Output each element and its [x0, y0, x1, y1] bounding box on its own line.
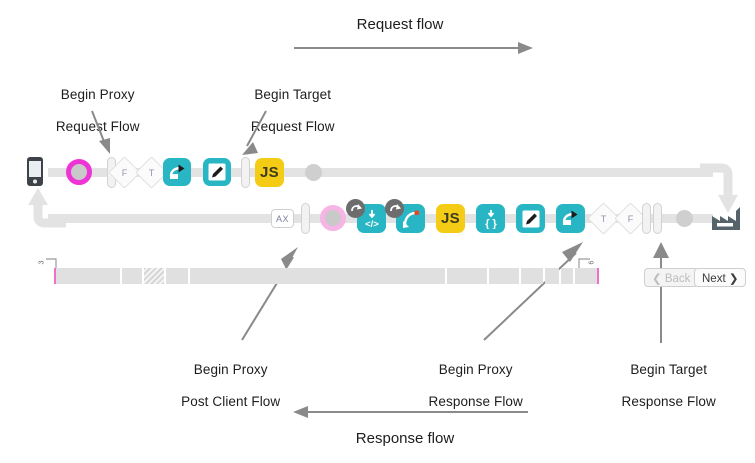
- annotation-begin-proxy-response-flow: Begin Proxy Response Flow: [395, 346, 541, 426]
- annotation-line-1: Begin Target: [254, 87, 332, 102]
- condition-false-diamond-1[interactable]: F: [108, 156, 141, 189]
- response-flow-arrow: [293, 406, 528, 418]
- response-to-client-connector: [28, 188, 66, 228]
- back-button[interactable]: ❮ Back: [644, 268, 699, 287]
- svg-text:{ }: { }: [485, 218, 497, 229]
- annotation-begin-target-request-flow: Begin Target Request Flow: [215, 71, 355, 151]
- next-button[interactable]: Next ❯: [694, 268, 747, 287]
- request-flow-arrow: [294, 42, 533, 54]
- timeline-marker[interactable]: [54, 268, 56, 284]
- chip-label: JS: [260, 164, 279, 181]
- request-rail: [48, 168, 713, 177]
- edit-policy-icon-response[interactable]: [516, 204, 545, 233]
- timeline-segment[interactable]: [489, 268, 519, 284]
- endpoint-dot-request[interactable]: [305, 164, 322, 181]
- annotation-arrow-begin-proxy-response-flow: [483, 242, 583, 341]
- annotation-arrow-begin-target-request-flow: [242, 110, 267, 155]
- condition-false-diamond-2[interactable]: F: [614, 202, 647, 235]
- diamond-label: T: [600, 213, 607, 224]
- pale-pink-ring-marker[interactable]: [320, 205, 346, 231]
- timeline-left-tick-bracket: [46, 258, 57, 269]
- annotation-line-2: Response Flow: [621, 394, 716, 409]
- request-flow-title: Request flow: [356, 16, 444, 33]
- diamond-label: F: [627, 213, 634, 224]
- timeline-segment[interactable]: [447, 268, 487, 284]
- annotation-line-1: Begin Proxy: [60, 87, 135, 102]
- annotation-begin-proxy-request-flow: Begin Proxy Request Flow: [20, 71, 160, 151]
- condition-true-diamond-2[interactable]: T: [587, 202, 620, 235]
- error-badge-xml-policy[interactable]: [346, 199, 365, 218]
- transaction-timeline[interactable]: [54, 268, 599, 284]
- ax-analytics-icon[interactable]: AX: [271, 209, 294, 228]
- flow-divider-bar-target-request-start[interactable]: [241, 157, 250, 188]
- xml-payload-policy-icon[interactable]: </>: [357, 204, 386, 233]
- timeline-segment[interactable]: [122, 268, 142, 284]
- chip-label: JS: [441, 210, 460, 227]
- annotation-line-1: Begin Proxy: [193, 362, 268, 377]
- annotation-line-1: Begin Target: [630, 362, 708, 377]
- timeline-segment[interactable]: [575, 268, 599, 284]
- flow-divider-bar-proxy-response-start[interactable]: [653, 203, 662, 234]
- annotation-begin-proxy-post-client-flow: Begin Proxy Post Client Flow: [150, 346, 296, 426]
- route-policy-icon-request[interactable]: [163, 158, 191, 186]
- condition-true-diamond-1[interactable]: T: [135, 156, 168, 189]
- edit-policy-icon-request[interactable]: [203, 158, 231, 186]
- annotation-line-2: Request Flow: [55, 119, 140, 134]
- timeline-right-tick-bracket: [578, 258, 590, 269]
- javascript-policy-icon-request[interactable]: JS: [255, 158, 284, 187]
- timeline-segment[interactable]: [561, 268, 573, 284]
- annotation-line-2: Request Flow: [250, 119, 335, 134]
- flow-divider-bar-target-response-start[interactable]: [642, 203, 651, 234]
- timeline-segment[interactable]: [545, 268, 559, 284]
- ax-label: AX: [275, 213, 289, 224]
- route-policy-icon-response[interactable]: [556, 204, 585, 233]
- timeline-segment[interactable]: [54, 268, 120, 284]
- timeline-segment[interactable]: [521, 268, 543, 284]
- javascript-policy-icon-response[interactable]: JS: [436, 204, 465, 233]
- annotation-arrow-begin-target-response-flow: [653, 242, 669, 343]
- diamond-label: T: [148, 167, 155, 178]
- diamond-label: F: [121, 167, 128, 178]
- magenta-ring-marker[interactable]: [66, 159, 92, 185]
- mobile-phone-icon: [27, 157, 43, 186]
- timeline-segment[interactable]: [190, 268, 445, 284]
- error-badge-raise-fault-policy[interactable]: [385, 199, 404, 218]
- json-payload-policy-icon[interactable]: { }: [476, 204, 505, 233]
- timeline-segment[interactable]: [144, 268, 164, 284]
- response-flow-title: Response flow: [355, 430, 455, 447]
- svg-text:</>: </>: [365, 219, 379, 229]
- annotation-arrow-begin-proxy-post-client-flow: [241, 247, 298, 341]
- annotation-begin-target-response-flow: Begin Target Response Flow: [588, 346, 734, 426]
- annotation-line-1: Begin Proxy: [438, 362, 513, 377]
- target-server-factory-icon: [712, 207, 740, 230]
- annotation-line-2: Response Flow: [428, 394, 523, 409]
- endpoint-dot-response[interactable]: [676, 210, 693, 227]
- request-to-target-connector: [700, 163, 738, 213]
- timeline-marker[interactable]: [597, 268, 599, 284]
- flow-divider-bar-post-client-start[interactable]: [301, 203, 310, 234]
- annotation-line-2: Post Client Flow: [181, 394, 281, 409]
- timeline-segment[interactable]: [166, 268, 188, 284]
- annotation-arrow-begin-proxy-request-flow: [91, 110, 110, 154]
